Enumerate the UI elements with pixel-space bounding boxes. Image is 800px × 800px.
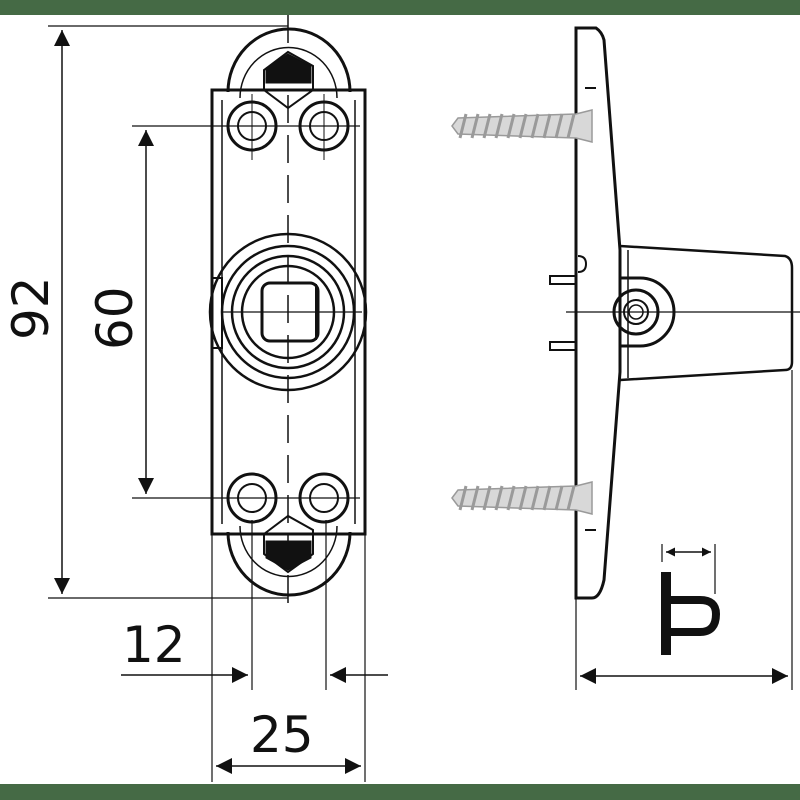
- handle-profile-symbol: [661, 544, 721, 655]
- dimension-label-92: 92: [2, 276, 60, 340]
- screw-top: [451, 109, 593, 143]
- dimension-label-25: 25: [250, 706, 314, 764]
- dimension-hole-offset: [121, 520, 388, 782]
- dimension-projection: [575, 370, 793, 690]
- bottom-frame-bar: [0, 784, 800, 800]
- front-view: [208, 15, 368, 610]
- dimension-label-60: 60: [86, 286, 144, 350]
- top-frame-bar: [0, 0, 800, 15]
- dimension-hole-spacing: [132, 125, 360, 499]
- side-view: [549, 26, 800, 600]
- dimension-overall-height: [48, 25, 288, 599]
- screw-bottom: [451, 481, 593, 515]
- dimension-label-12: 12: [122, 616, 186, 674]
